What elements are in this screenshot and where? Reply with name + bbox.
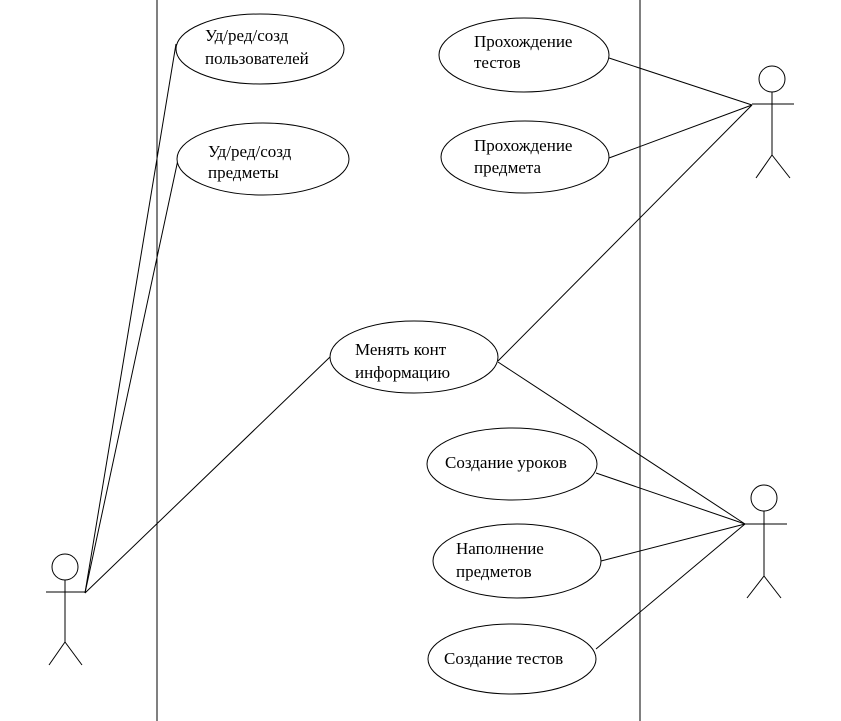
use-case-uc-subject-pass: Прохождение предмета xyxy=(440,120,610,194)
association-actor-bottom-right-uc-lessons xyxy=(595,472,746,525)
use-case-uc-tests-pass: Прохождение тестов xyxy=(438,17,610,93)
association-actor-bottom-right-uc-fill-subjects xyxy=(600,523,746,562)
use-case-ellipse xyxy=(432,523,602,599)
actor-left-leg xyxy=(746,575,765,599)
use-case-ellipse xyxy=(426,427,598,501)
association-actor-top-right-uc-change-info xyxy=(497,104,753,362)
use-case-uc-tests-create: Создание тестов xyxy=(427,623,597,695)
actor-head xyxy=(750,484,778,512)
use-case-ellipse xyxy=(329,320,499,394)
actor-bottom-right-stick-figure xyxy=(745,484,787,599)
association-actor-left-uc-users xyxy=(84,43,177,594)
association-actor-bottom-right-uc-tests-create xyxy=(595,523,746,650)
actor-head xyxy=(51,553,79,581)
use-case-label: Уд/ред/созд xyxy=(208,142,292,161)
actor-right-leg xyxy=(64,641,83,666)
actor-right-leg xyxy=(771,154,791,179)
use-case-uc-change-info: Менять конт информацию xyxy=(329,320,499,394)
use-case-label: Наполнение xyxy=(456,539,544,558)
use-case-label: Прохождение xyxy=(474,32,572,51)
use-case-label: информацию xyxy=(355,363,450,382)
actor-left-leg xyxy=(48,641,66,666)
association-actor-left-uc-subjects-edit xyxy=(84,154,180,594)
use-case-label: предметы xyxy=(208,163,279,182)
use-case-label: предметов xyxy=(456,562,532,581)
association-actor-bottom-right-uc-change-info xyxy=(497,361,746,525)
use-case-label: Уд/ред/созд xyxy=(205,26,289,45)
association-actor-top-right-uc-tests-pass xyxy=(608,57,753,106)
use-case-label: Менять конт xyxy=(355,340,447,359)
use-case-label: тестов xyxy=(474,53,521,72)
actor-top-right-stick-figure xyxy=(752,65,794,179)
use-case-uc-users: Уд/ред/созд пользователей xyxy=(175,13,345,85)
use-case-label: Создание уроков xyxy=(445,453,567,472)
use-case-uc-fill-subjects: Наполнение предметов xyxy=(432,523,602,599)
use-case-ellipse xyxy=(175,13,345,85)
use-case-label: пользователей xyxy=(205,49,309,68)
actor-head xyxy=(758,65,786,93)
use-case-uc-lessons: Создание уроков xyxy=(426,427,598,501)
use-case-ellipse xyxy=(440,120,610,194)
actor-right-leg xyxy=(763,575,782,599)
use-case-label: Прохождение xyxy=(474,136,572,155)
actor-left-stick-figure xyxy=(46,553,85,666)
use-case-label: предмета xyxy=(474,158,542,177)
use-case-label: Создание тестов xyxy=(444,649,563,668)
use-case-uc-subjects-edit: Уд/ред/созд предметы xyxy=(176,122,350,196)
use-case-ellipse xyxy=(438,17,610,93)
actor-left-leg xyxy=(755,154,773,179)
association-actor-top-right-uc-subject-pass xyxy=(608,104,753,159)
association-actor-left-uc-change-info xyxy=(84,356,331,594)
use-case-ellipse xyxy=(427,623,597,695)
use-case-ellipse xyxy=(176,122,350,196)
